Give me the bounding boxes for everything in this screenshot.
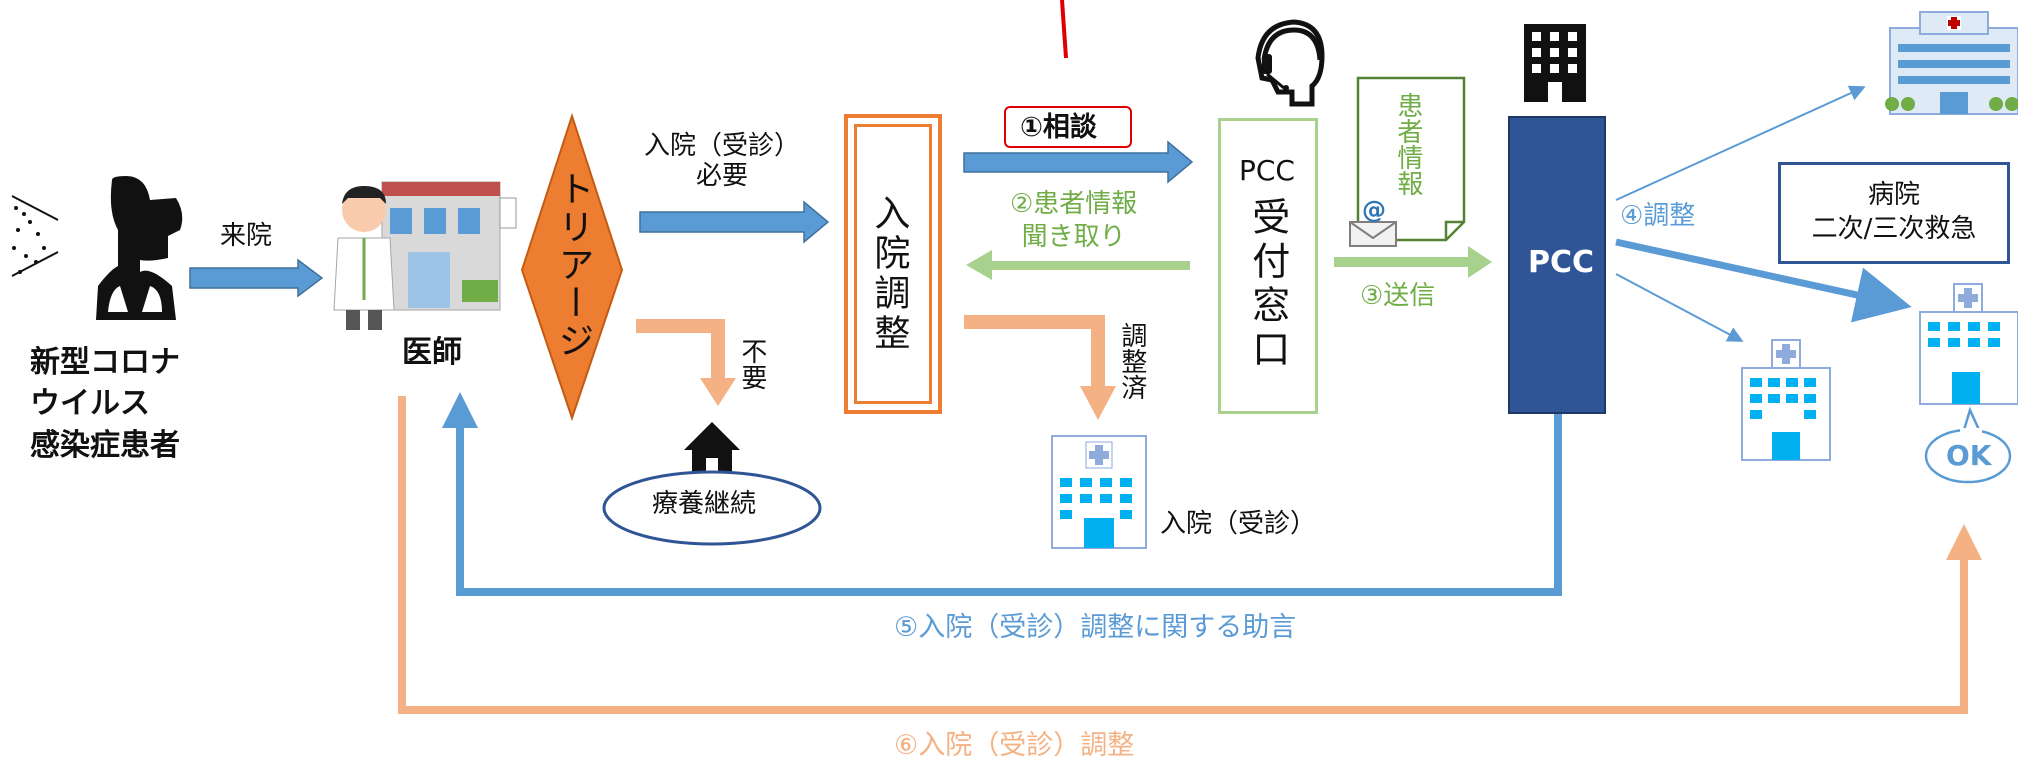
- red-pointer-line: [1060, 0, 1068, 59]
- coordinate-label: ④調整: [1620, 201, 1696, 231]
- consult-label: ①相談: [1020, 112, 1097, 143]
- triage-label: トリアージ: [552, 170, 594, 360]
- final-coordination-label: ⑥入院（受診）調整: [894, 730, 1135, 761]
- adjusted-label: 調整済: [1116, 322, 1147, 400]
- home-care-ellipse: [602, 470, 822, 546]
- doctor-clinic-icon: [333, 181, 517, 330]
- patient-silhouette-icon: [11, 176, 183, 320]
- consult-arrow: [963, 140, 1194, 184]
- final-coord-loop-line: [398, 396, 1968, 714]
- admission-result-label: 入院（受診）: [1160, 509, 1317, 539]
- visit-label: 来院: [220, 221, 273, 251]
- admission-coordination-label: 入院調整: [868, 194, 910, 354]
- hospital-icon: [1051, 435, 1147, 549]
- doctor-label: 医師: [402, 335, 462, 370]
- advice-loop-arrowhead: [442, 392, 478, 428]
- ok-hospital-icon: [1919, 283, 2018, 405]
- pcc-desk-en-label: PCC: [1239, 154, 1295, 187]
- svg-text:@: @: [1362, 196, 1386, 224]
- adjusted-arrowhead: [1080, 386, 1116, 420]
- consult-label-box: ①相談: [1004, 106, 1132, 148]
- not-needed-arrow-line: [636, 319, 725, 382]
- ok-label: OK: [1946, 439, 1992, 472]
- hearing-arrow: [966, 250, 1190, 280]
- home-icon: [684, 422, 740, 474]
- pcc-desk-jp-label: 受付窓口: [1245, 197, 1290, 373]
- pcc-to-top-hospital-line: [1615, 85, 1866, 201]
- send-arrow: [1334, 246, 1492, 278]
- admission-coordination-box: 入院調整: [844, 114, 942, 414]
- patient-info-document-label: 患者情報: [1392, 92, 1423, 196]
- building-icon: [1524, 24, 1586, 102]
- pcc-desk-box: PCC 受付窓口: [1218, 118, 1318, 414]
- hospital-type-label: 病院 二次/三次救急: [1811, 180, 1977, 244]
- large-hospital-icon: [1885, 11, 2018, 115]
- admission-needed-arrow: [639, 200, 830, 244]
- pcc-to-ok-hospital-line: [1615, 238, 1912, 323]
- final-coord-loop-arrowhead: [1946, 524, 1982, 560]
- admission-needed-label: 入院（受診） 必要: [644, 131, 801, 191]
- advice-loop-line: [456, 412, 1562, 596]
- send-label: ③送信: [1360, 281, 1436, 311]
- not-needed-label: 不要: [736, 338, 767, 390]
- home-care-label: 療養継続: [652, 489, 757, 519]
- hospital-icon-small: [1741, 339, 1831, 461]
- pcc-label: PCC: [1528, 245, 1595, 280]
- patient-info-document-icon: [1356, 76, 1466, 242]
- visit-arrow: [189, 258, 324, 298]
- ok-speech-bubble: [1924, 406, 2012, 484]
- hospital-type-box: 病院 二次/三次救急: [1778, 162, 2010, 264]
- advice-label: ⑤入院（受診）調整に関する助言: [894, 612, 1297, 643]
- patient-label: 新型コロナ ウイルス 感染症患者: [30, 345, 180, 463]
- pcc-to-mid-hospital-line: [1615, 273, 1744, 342]
- hearing-label: ②患者情報 聞き取り: [1010, 189, 1138, 252]
- headset-operator-icon: [1255, 19, 1325, 107]
- email-icon: @: [1349, 196, 1397, 247]
- adjusted-arrow-line: [964, 315, 1105, 390]
- not-needed-arrowhead: [700, 378, 736, 406]
- pcc-box: PCC: [1508, 116, 1606, 414]
- triage-diamond: [520, 112, 624, 422]
